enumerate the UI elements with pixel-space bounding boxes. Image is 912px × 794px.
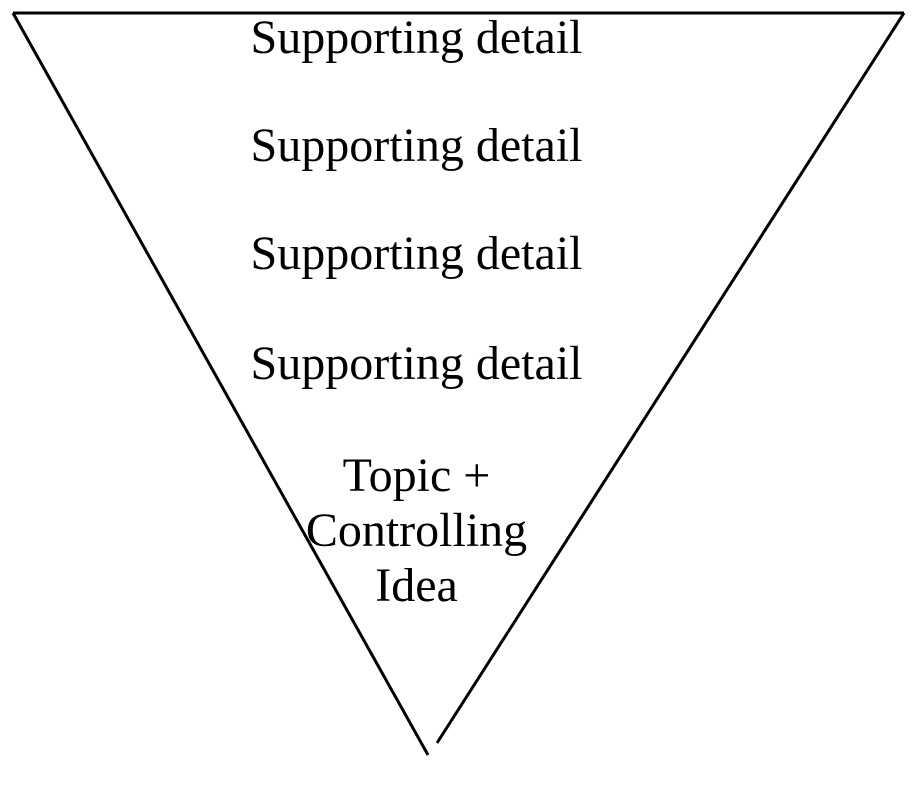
triangle-left-edge bbox=[11, 12, 430, 756]
supporting-detail-label-1: Supporting detail bbox=[250, 11, 583, 64]
triangle-right-edge bbox=[435, 12, 906, 744]
supporting-detail-label-2: Supporting detail bbox=[250, 119, 583, 172]
topic-controlling-idea-label: Topic + Controlling Idea bbox=[305, 449, 528, 612]
supporting-detail-label-3: Supporting detail bbox=[250, 227, 583, 280]
supporting-detail-label-4: Supporting detail bbox=[250, 337, 583, 390]
